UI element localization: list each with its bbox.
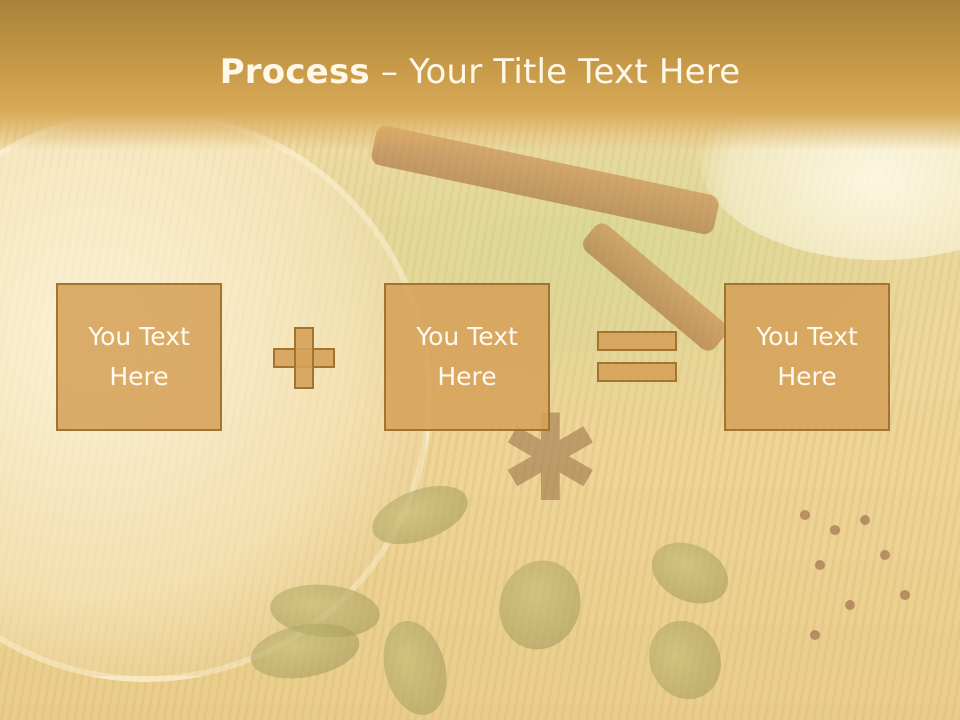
box-line-2: Here (437, 362, 497, 391)
equals-icon (597, 331, 677, 383)
box-line-2: Here (777, 362, 837, 391)
equals-top-bar (597, 331, 677, 351)
peppercorns (790, 500, 940, 660)
box-line-2: Here (109, 362, 169, 391)
title-rest: – Your Title Text Here (369, 52, 741, 92)
title-band (0, 0, 960, 150)
slide-title[interactable]: Process – Your Title Text Here (0, 52, 960, 92)
title-bold-word: Process (219, 52, 370, 92)
box-line-1: You Text (416, 322, 518, 351)
plus-icon (273, 327, 335, 389)
equals-bottom-bar (597, 362, 677, 382)
box-line-1: You Text (88, 322, 190, 351)
plus-vertical (294, 327, 314, 389)
box-line-1: You Text (756, 322, 858, 351)
